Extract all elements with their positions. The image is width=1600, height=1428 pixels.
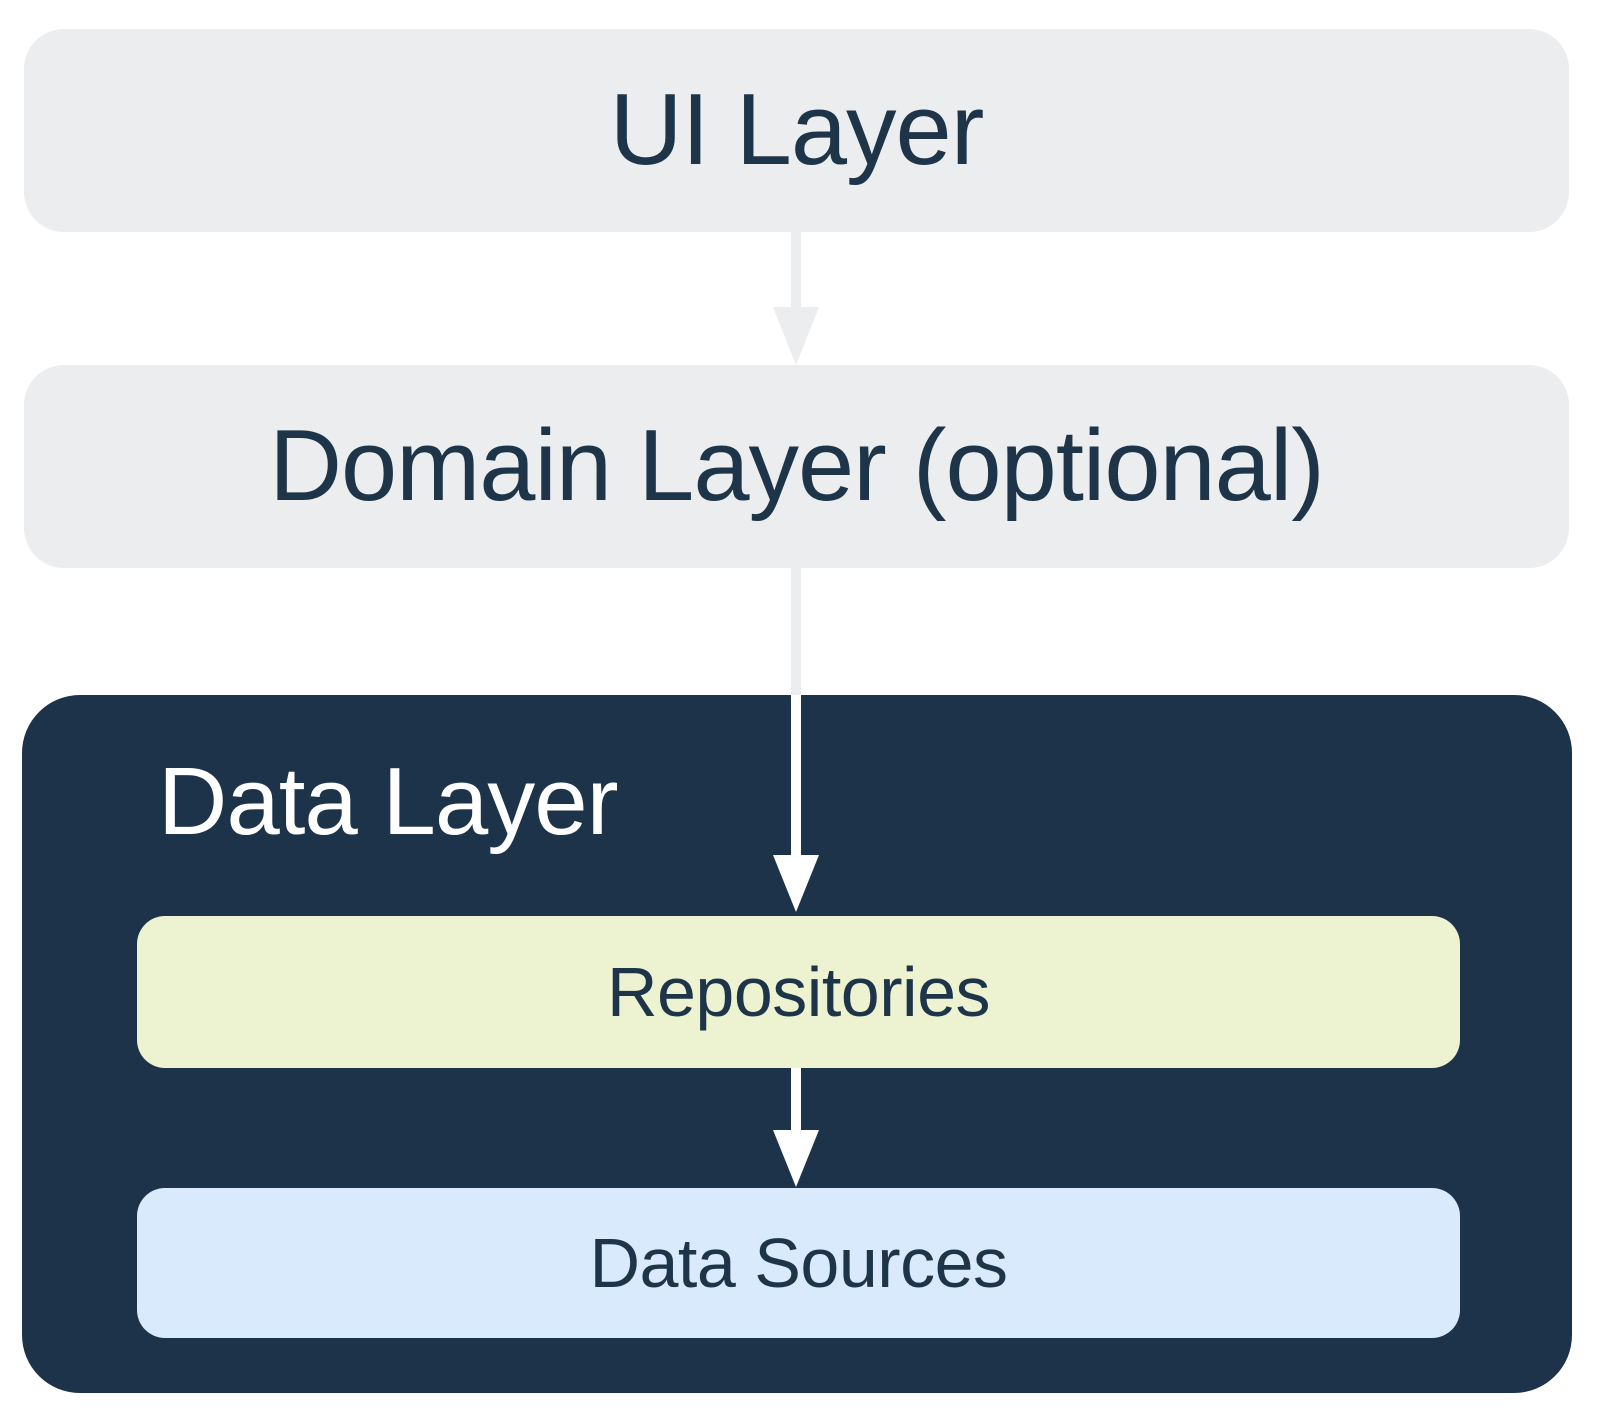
domain-layer-label: Domain Layer (optional) xyxy=(269,410,1325,522)
arrow-ui-to-domain-shaft xyxy=(791,232,801,307)
arrow-domain-to-repositories-shaft-upper xyxy=(791,568,801,695)
data-sources-label: Data Sources xyxy=(589,1224,1008,1302)
data-sources-box: Data Sources xyxy=(137,1188,1460,1338)
ui-layer-box: UI Layer xyxy=(24,29,1569,232)
arrow-repositories-to-datasources-head-icon xyxy=(773,1130,819,1187)
domain-layer-box: Domain Layer (optional) xyxy=(24,365,1569,568)
repositories-box: Repositories xyxy=(137,916,1460,1068)
arrow-domain-to-repositories-head-icon xyxy=(773,855,819,912)
data-layer-label: Data Layer xyxy=(158,748,619,855)
arrow-domain-to-repositories-shaft-lower xyxy=(791,695,801,855)
arrow-repositories-to-datasources-shaft xyxy=(791,1068,801,1130)
repositories-label: Repositories xyxy=(606,953,991,1031)
ui-layer-label: UI Layer xyxy=(609,74,985,186)
arrow-ui-to-domain-head-icon xyxy=(773,307,819,365)
